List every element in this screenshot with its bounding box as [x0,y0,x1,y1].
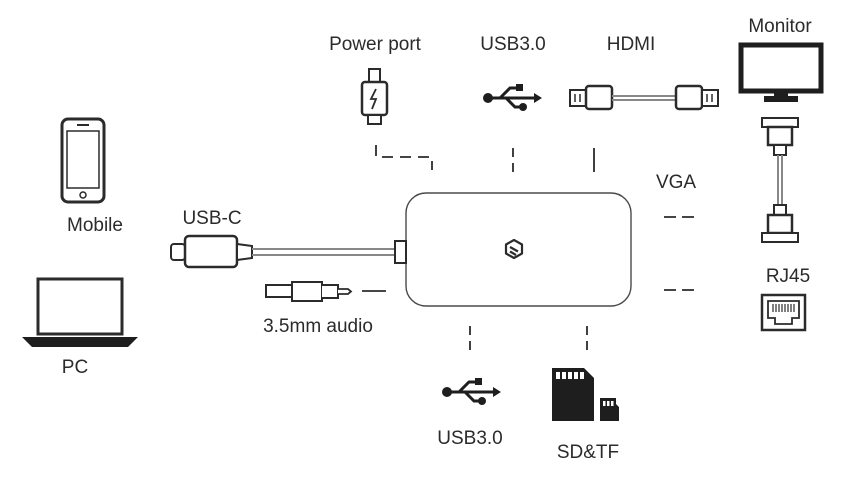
sd-card-icon [552,368,594,421]
laptop-icon [22,277,138,347]
usb-c-cable-icon [170,234,407,269]
audio-label: 3.5mm audio [263,316,373,337]
usb-c-label: USB-C [182,208,241,229]
usb-symbol-icon [483,84,542,111]
hub-body [405,192,632,307]
sd-tf-label: SD&TF [557,442,619,463]
hub-logo-icon [504,238,524,260]
rj45-port-icon [760,293,807,332]
pc-label: PC [62,357,88,378]
power-connector-icon [360,68,389,125]
vga-cable-icon [761,117,799,243]
monitor-icon [738,42,824,102]
tf-card-icon [600,398,619,421]
monitor-label: Monitor [748,16,812,37]
mobile-label: Mobile [67,215,123,236]
audio-jack-icon [265,281,353,302]
power-port-label: Power port [329,34,422,55]
rj45-label: RJ45 [766,266,810,287]
hdmi-cable-icon [569,84,719,111]
power-connector-dash [375,145,433,170]
usb3-bottom-label: USB3.0 [437,428,502,449]
mobile-icon [60,117,106,204]
usb3-top-label: USB3.0 [480,34,545,55]
usb-symbol-icon [442,378,501,405]
hdmi-label: HDMI [607,34,656,55]
vga-label: VGA [656,172,696,193]
